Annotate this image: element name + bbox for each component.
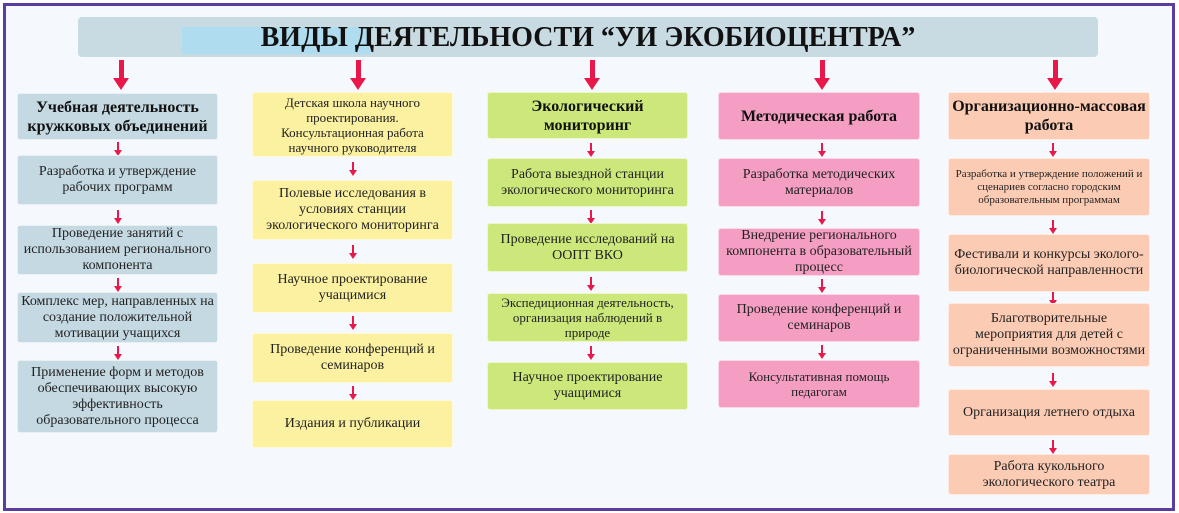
column-item: Работа выездной станции экологического м… bbox=[487, 158, 688, 207]
column-item: Организация летнего отдыха bbox=[948, 389, 1150, 436]
column-item: Проведение занятий с использованием реги… bbox=[17, 225, 218, 275]
column-item: Научное проектирование учащимися bbox=[252, 263, 453, 313]
column-header-eco-monitoring: Экологический мониторинг bbox=[487, 92, 688, 139]
column-item: Экспедиционная деятельность, организация… bbox=[487, 293, 688, 342]
column-item: Проведение конференций и семинаров bbox=[718, 294, 920, 342]
diagram-title: ВИДЫ ДЕЯТЕЛЬНОСТИ “УИ ЭКОБИОЦЕНТРА” bbox=[260, 22, 916, 53]
column-item: Проведение конференций и семинаров bbox=[252, 333, 453, 383]
column-item: Проведение исследований на ООПТ ВКО bbox=[487, 223, 688, 272]
column-item: Применение форм и методов обеспечивающих… bbox=[17, 360, 218, 433]
column-header-methodical: Методическая работа bbox=[718, 92, 920, 140]
column-header-science-school: Детская школа научного проектирования. К… bbox=[252, 92, 453, 157]
column-item: Фестивали и конкурсы эколого-биологическ… bbox=[948, 234, 1150, 292]
title-highlight bbox=[182, 27, 372, 54]
column-item: Полевые исследования в условиях станции … bbox=[252, 180, 453, 240]
column-item: Издания и публикации bbox=[252, 400, 453, 448]
column-header-educational: Учебная деятельность кружковых объединен… bbox=[17, 93, 218, 140]
column-item: Комплекс мер, направленных на создание п… bbox=[17, 292, 218, 343]
column-item: Разработка и утверждение рабочих програм… bbox=[17, 155, 218, 205]
column-item: Благотворительные мероприятия для детей … bbox=[948, 303, 1150, 367]
column-item: Разработка и утверждение положений и сце… bbox=[948, 158, 1150, 216]
column-header-organizational: Организационно-массовая работа bbox=[948, 92, 1150, 140]
column-item: Работа кукольного экологического театра bbox=[948, 454, 1150, 495]
column-item: Научное проектирование учащимися bbox=[487, 362, 688, 410]
column-item: Разработка методических материалов bbox=[718, 158, 920, 207]
column-item: Консультативная помощь педагогам bbox=[718, 360, 920, 408]
column-item: Внедрение регионального компонента в обр… bbox=[718, 228, 920, 276]
